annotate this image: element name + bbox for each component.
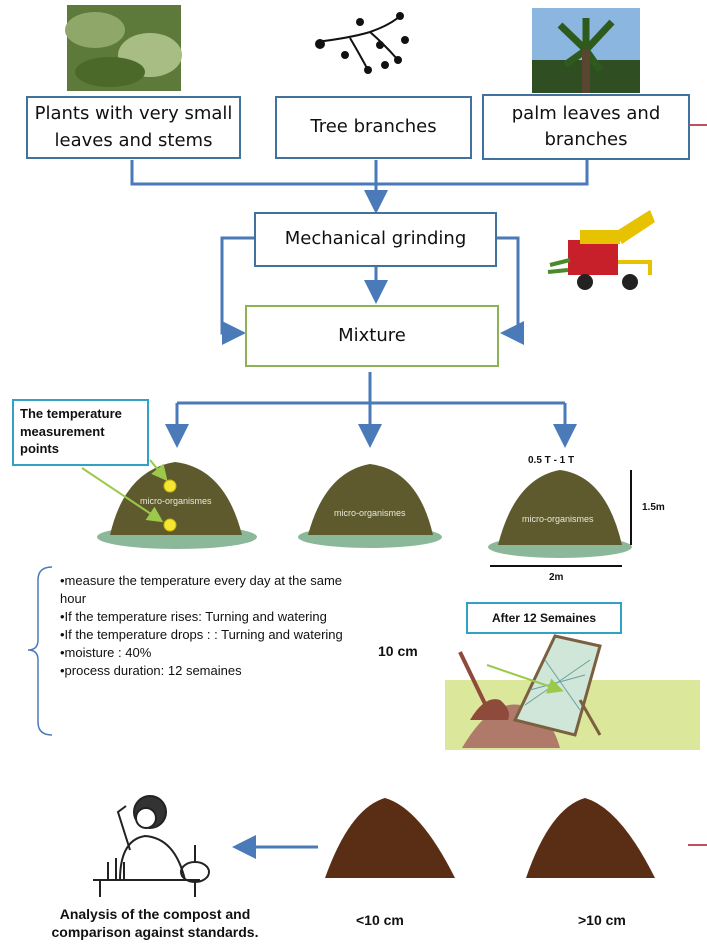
compost-small-label: <10 cm — [356, 912, 404, 928]
after-12-semaines-label: After 12 Semaines — [466, 602, 622, 634]
compost-heap-small — [325, 798, 455, 878]
palm-tree-photo — [532, 8, 640, 93]
branches-box: Tree branches — [275, 96, 472, 159]
weight-label: 0.5 T - 1 T — [528, 455, 575, 466]
palm-box: palm leaves and branches — [482, 94, 690, 160]
grinding-box: Mechanical grinding — [254, 212, 497, 267]
shrub-photo — [65, 5, 182, 91]
compost-large-label: >10 cm — [578, 912, 626, 928]
tree-branch-drawing — [315, 12, 409, 74]
note-item: •measure the temperature every day at th… — [60, 573, 343, 606]
note-item: •moisture : 40% — [60, 645, 152, 660]
branches-box-label: Tree branches — [310, 116, 437, 138]
note-item: •If the temperature rises: Turning and w… — [60, 609, 327, 624]
analysis-caption: Analysis of the compost and comparison a… — [51, 906, 259, 940]
wood-chipper-image — [547, 210, 655, 290]
mixture-box-label: Mixture — [338, 324, 406, 346]
notes-brace — [27, 566, 53, 736]
plants-box-label: Plants with very small leaves and stems — [34, 103, 233, 151]
sieve-size-label: 10 cm — [378, 643, 418, 659]
note-item: •If the temperature drops : : Turning an… — [60, 627, 343, 642]
grinding-box-label: Mechanical grinding — [284, 228, 467, 250]
scientist-illustration — [93, 795, 210, 897]
temperature-points-callout: The temperature measurement points — [12, 399, 149, 466]
compost-pile-1 — [97, 462, 257, 549]
width-label: 2m — [549, 572, 564, 583]
temperature-points-label: The temperature measurement points — [20, 406, 122, 457]
pile-label-3: micro-organismes — [522, 514, 594, 524]
plants-box: Plants with very small leaves and stems — [26, 96, 241, 159]
height-label: 1.5m — [642, 502, 665, 513]
compost-heap-large — [526, 798, 655, 878]
compost-pile-3 — [488, 470, 632, 558]
note-item: •process duration: 12 semaines — [60, 663, 242, 678]
palm-box-label: palm leaves and branches — [511, 102, 661, 150]
pile-label-1: micro-organismes — [140, 496, 212, 506]
process-notes: •measure the temperature every day at th… — [60, 572, 360, 680]
compost-pile-2 — [298, 464, 442, 548]
sieve-illustration — [445, 632, 700, 752]
mixture-box: Mixture — [245, 305, 499, 367]
pile-label-2: micro-organismes — [334, 508, 406, 518]
